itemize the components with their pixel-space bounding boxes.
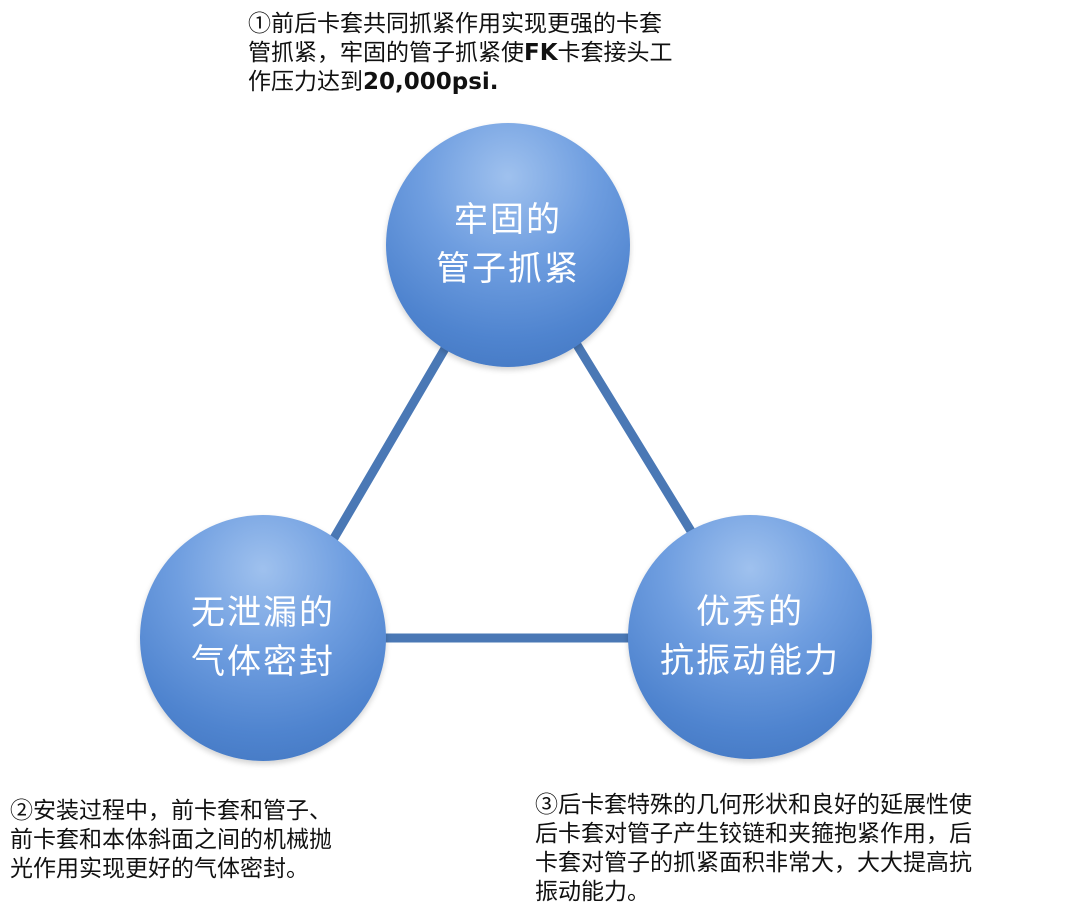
description-right-line1: ③后卡套特殊的几何形状和良好的延展性使 [535, 792, 972, 818]
node-firm-tube-grip: 牢固的 管子抓紧 [386, 123, 630, 367]
description-top-line2-b: FK [524, 40, 558, 66]
node-top-line1: 牢固的 [454, 199, 562, 240]
description-right-line2: 后卡套对管子产生铰链和夹箍抱紧作用，后 [535, 821, 972, 847]
node-left-line1: 无泄漏的 [191, 592, 335, 633]
description-right: ③后卡套特殊的几何形状和良好的延展性使 后卡套对管子产生铰链和夹箍抱紧作用，后 … [535, 791, 972, 907]
description-right-line3: 卡套对管子的抓紧面积非常大，大大提高抗 [535, 850, 972, 876]
description-top: ①前后卡套共同抓紧作用实现更强的卡套 管抓紧，牢固的管子抓紧使FK卡套接头工 作… [248, 10, 673, 97]
description-left-line2: 前卡套和本体斜面之间的机械抛 [10, 827, 332, 853]
node-leak-free-gas-seal: 无泄漏的 气体密封 [140, 515, 386, 761]
description-left-line1: ②安装过程中，前卡套和管子、 [10, 798, 332, 824]
node-right-line1: 优秀的 [696, 591, 804, 632]
description-left: ②安装过程中，前卡套和管子、 前卡套和本体斜面之间的机械抛 光作用实现更好的气体… [10, 797, 332, 884]
description-top-line2: 管抓紧，牢固的管子抓紧使FK卡套接头工 [248, 39, 673, 68]
description-top-line3-b: 20,000psi. [363, 69, 499, 95]
description-top-line2-a: 管抓紧，牢固的管子抓紧使 [248, 40, 524, 66]
description-top-line2-c: 卡套接头工 [557, 40, 673, 66]
node-vibration-resistance: 优秀的 抗振动能力 [628, 515, 872, 759]
node-right-line2: 抗振动能力 [660, 641, 840, 681]
description-top-line1: ①前后卡套共同抓紧作用实现更强的卡套 [248, 11, 662, 37]
description-top-line3: 作压力达到20,000psi. [248, 68, 673, 97]
description-right-line4: 振动能力。 [535, 879, 650, 905]
description-left-line3: 光作用实现更好的气体密封。 [10, 856, 309, 882]
node-top-line2: 管子抓紧 [436, 249, 580, 289]
connector-top-left [325, 335, 455, 550]
description-top-line3-a: 作压力达到 [248, 69, 363, 95]
connector-top-right [569, 335, 699, 541]
node-left-line2: 气体密封 [191, 642, 335, 682]
